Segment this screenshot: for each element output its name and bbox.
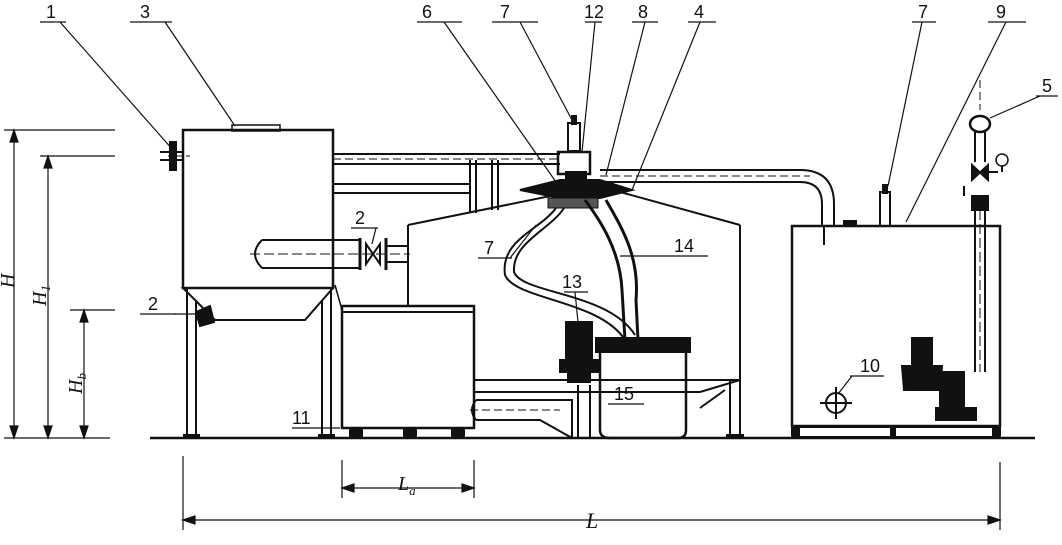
dim-L: L xyxy=(585,508,598,533)
inlet-flange-1 xyxy=(160,141,190,171)
dim-H1-main: H xyxy=(29,290,51,307)
vent-pipes xyxy=(469,160,499,213)
callout-4: 4 xyxy=(694,2,704,22)
dim-H: H xyxy=(0,272,19,289)
callout-6: 6 xyxy=(422,2,432,22)
callout-8: 8 xyxy=(638,2,648,22)
callout-7-hose: 7 xyxy=(484,238,494,258)
callout-5: 5 xyxy=(1042,76,1052,96)
callout-7-center: 7 xyxy=(500,2,510,22)
dim-La-main: L xyxy=(397,473,409,495)
callout-3: 3 xyxy=(140,2,150,22)
submersible-pump xyxy=(900,337,977,421)
dim-H1-sub: 1 xyxy=(38,285,53,292)
dim-Hb: Hb xyxy=(65,373,89,395)
callout-12: 12 xyxy=(584,2,604,22)
flexible-hoses xyxy=(503,199,640,341)
callout-14: 14 xyxy=(674,236,694,256)
dimension-labels: H H1 Hb La L xyxy=(0,272,598,533)
tank-4 xyxy=(407,191,744,438)
callout-15: 15 xyxy=(614,384,634,404)
callout-13: 13 xyxy=(562,272,582,292)
manhole-10 xyxy=(820,387,852,419)
dim-H1: H1 xyxy=(29,285,53,307)
container-15 xyxy=(595,337,691,440)
dim-Hb-main: H xyxy=(65,378,87,395)
pump-13 xyxy=(559,321,599,383)
tank-9 xyxy=(790,220,1002,439)
transfer-pipe xyxy=(250,238,410,270)
callout-labels: 1 2 3 2 6 7 12 8 4 7 9 5 7 14 13 15 10 1… xyxy=(46,2,1052,428)
hopper-valve-2 xyxy=(194,304,216,328)
separator-head xyxy=(519,115,636,209)
overhead-pipe xyxy=(333,153,835,226)
dim-Hb-sub: b xyxy=(74,373,89,380)
drain-pipe xyxy=(470,385,591,439)
vent-tank-9 xyxy=(879,184,891,227)
riser-pipe xyxy=(963,80,1009,372)
collection-box-11 xyxy=(334,284,476,437)
callout-2-pipe-valve: 2 xyxy=(355,208,365,228)
callout-11: 11 xyxy=(292,408,311,428)
callout-2-hopper-valve: 2 xyxy=(148,294,158,314)
callout-10: 10 xyxy=(860,356,880,376)
tank-3 xyxy=(180,124,336,438)
leader-lines xyxy=(40,21,1058,429)
dim-La: La xyxy=(397,473,416,498)
dim-La-sub: a xyxy=(409,483,416,498)
callout-1: 1 xyxy=(46,2,56,22)
dimension-lines xyxy=(4,128,1002,530)
callout-9: 9 xyxy=(996,2,1006,22)
callout-7-right: 7 xyxy=(918,2,928,22)
